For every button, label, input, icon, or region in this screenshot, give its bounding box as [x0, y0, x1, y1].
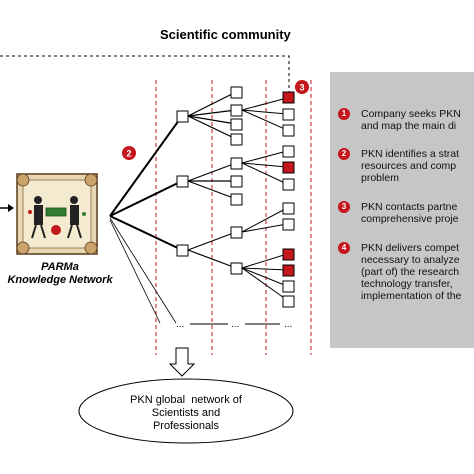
step-number-badge: 2: [338, 148, 350, 160]
badge-2: 2: [122, 146, 136, 160]
trunk-edges: [109, 115, 183, 251]
tree-node: [282, 124, 295, 137]
tree-node: [230, 157, 243, 170]
svg-text:...: ...: [231, 319, 239, 330]
tree-node-highlighted: [282, 264, 295, 277]
fan-edges: [109, 217, 177, 324]
step-text: Company seeks PKN and map the main di: [361, 108, 461, 132]
tree-node: [176, 244, 189, 257]
step-text: PKN contacts partne comprehensive proje: [361, 201, 459, 225]
tree-node: [282, 202, 295, 215]
tree-node-highlighted: [282, 161, 295, 174]
tree-node: [230, 262, 243, 275]
global-network-ellipse: [78, 378, 294, 444]
nodes-level3: [282, 91, 295, 308]
scientific-community-title: Scientific community: [160, 27, 291, 42]
svg-text:2: 2: [126, 149, 131, 159]
column-separators: [155, 80, 312, 355]
tree-edges-level2: [187, 91, 237, 269]
step-number-badge: 1: [338, 108, 350, 120]
tree-node: [230, 133, 243, 146]
parma-logo: [16, 173, 98, 255]
step-number-badge: 3: [338, 201, 350, 213]
nodes-level1: [176, 110, 189, 257]
input-arrow: [0, 204, 14, 212]
nodes-level2: [230, 86, 243, 275]
down-arrow-icon: [168, 347, 196, 377]
step-text: PKN identifies a strat resources and com…: [361, 148, 460, 184]
tree-node: [176, 110, 189, 123]
tree-node: [282, 108, 295, 121]
step-number-badge: 4: [338, 242, 350, 254]
steps-panel: 1 Company seeks PKN and map the main di …: [330, 72, 474, 348]
tree-node-highlighted: [282, 248, 295, 261]
global-network-label: PKN global network of Scientists and Pro…: [130, 394, 242, 432]
tree-edges-level3: [241, 97, 288, 301]
tree-node: [230, 175, 243, 188]
tree-node: [282, 295, 295, 308]
tree-node: [282, 178, 295, 191]
tree-node: [230, 104, 243, 117]
continuation-marks: ... ... ...: [176, 319, 292, 330]
tree-node: [282, 218, 295, 231]
svg-text:3: 3: [299, 83, 304, 93]
tree-node: [282, 145, 295, 158]
step-text: PKN delivers compet necessary to analyze…: [361, 242, 462, 302]
badge-3: 3: [295, 80, 309, 94]
tree-node: [282, 280, 295, 293]
tree-node: [230, 86, 243, 99]
tree-node: [176, 175, 189, 188]
svg-text:...: ...: [176, 319, 184, 330]
tree-node: [230, 193, 243, 206]
tree-node: [230, 118, 243, 131]
tree-node: [230, 226, 243, 239]
tree-node-highlighted: [282, 91, 295, 104]
parma-logo-caption: PARMa Knowledge Network: [7, 261, 113, 286]
community-connector: [0, 55, 290, 92]
svg-text:...: ...: [284, 319, 292, 330]
